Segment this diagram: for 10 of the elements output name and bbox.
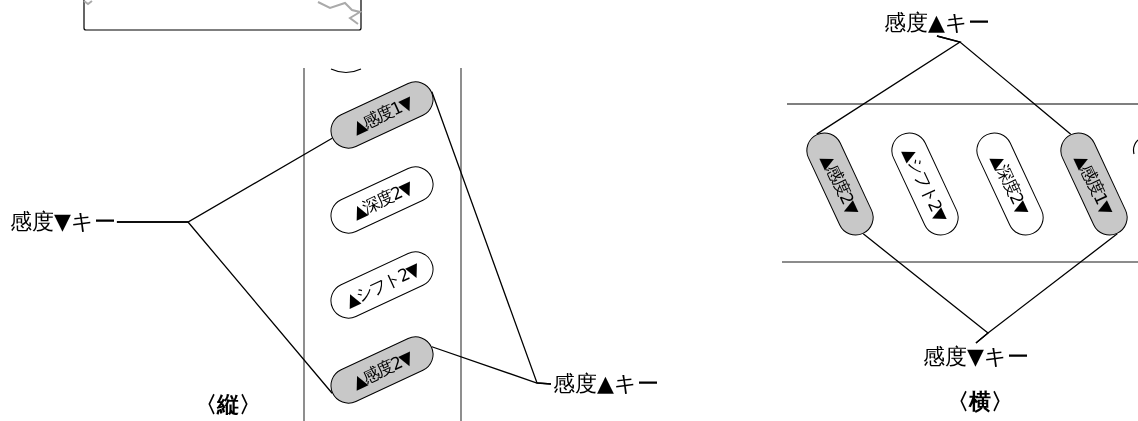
callout-label: 感度▲キー bbox=[553, 371, 659, 397]
leader-line bbox=[116, 221, 333, 394]
leader-line bbox=[936, 35, 1072, 135]
callout-label: 感度▼キー bbox=[10, 209, 116, 235]
leader-line bbox=[975, 233, 1118, 344]
view-caption: 〈横〉 bbox=[947, 388, 1013, 416]
callout-label: 感度▼キー bbox=[923, 344, 1029, 370]
leader-line bbox=[431, 346, 552, 385]
view-caption: 〈縦〉 bbox=[195, 391, 261, 419]
callout-label: 感度▲キー bbox=[884, 10, 990, 36]
